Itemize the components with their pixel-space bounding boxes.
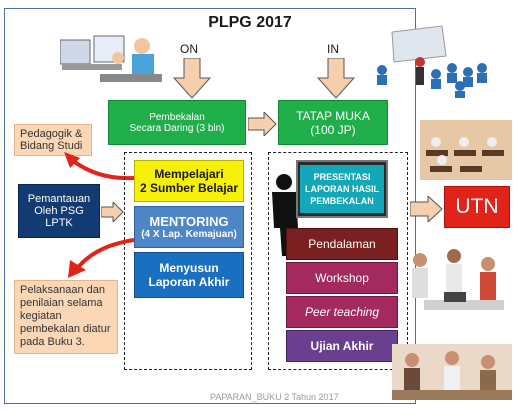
right-arrow-pemantauan <box>101 202 124 222</box>
pendalaman-box: Pendalaman <box>286 228 398 260</box>
ujian-akhir-box: Ujian Akhir <box>286 330 398 362</box>
pemantauan-box: Pemantauan Oleh PSG LPTK <box>18 184 100 238</box>
mempelajari-line2: 2 Sumber Belajar <box>139 181 239 195</box>
pelaksanaan-line4: pembekalan diatur <box>20 323 111 335</box>
tatap-muka-activities-container <box>268 152 408 370</box>
menyusun-line1: Menyusun <box>159 261 219 275</box>
pelaksanaan-note: Pelaksanaan dan penilaian selama kegiata… <box>14 280 118 354</box>
pelaksanaan-line1: Pelaksanaan dan <box>20 284 106 296</box>
pelaksanaan-line3: kegiatan <box>20 310 62 322</box>
menyusun-line2: Laporan Akhir <box>148 275 230 289</box>
pemantauan-line1: Pemantauan <box>27 193 91 205</box>
exam-room-image <box>420 120 512 180</box>
tatap-muka-line1: TATAP MUKA <box>296 108 370 123</box>
daring-box: Pembekalan Secara Daring (3 bln) <box>108 100 246 145</box>
pelaksanaan-line2: penilaian selama <box>20 297 103 309</box>
in-label: IN <box>327 42 339 56</box>
classroom-image <box>377 25 487 98</box>
curved-arrow-to-pedagogik <box>64 152 135 181</box>
footer-caption: PAPARAN_BUKU 2 Tahun 2017 <box>210 392 339 402</box>
pedagogik-line2: Bidang Studi <box>20 140 83 152</box>
mentoring-box: MENTORING (4 X Lap. Kemajuan) <box>134 206 244 248</box>
mempelajari-box: Mempelajari 2 Sumber Belajar <box>134 160 244 202</box>
daring-line2: Secara Daring (3 bln) <box>129 122 225 134</box>
right-arrow-daring-to-tatap <box>248 112 277 136</box>
on-label: ON <box>180 42 198 56</box>
daring-activities-container <box>124 152 252 370</box>
computer-users-image <box>60 35 162 82</box>
curved-arrow-to-pelaksanaan <box>68 238 135 278</box>
peer-teaching-box: Peer teaching <box>286 296 398 328</box>
workshop-box: Workshop <box>286 262 398 294</box>
presentasi-line3: PEMBEKALAN <box>310 196 374 206</box>
down-arrow-on <box>172 58 212 99</box>
presentasi-line1: PRESENTASI <box>313 172 371 182</box>
menyusun-box: Menyusun Laporan Akhir <box>134 252 244 298</box>
mentoring-line2: (4 X Lap. Kemajuan) <box>141 229 237 240</box>
tatap-muka-line2: (100 JP) <box>310 122 356 137</box>
pelaksanaan-line5: pada Buku 3. <box>20 336 85 348</box>
meeting-image <box>392 344 512 400</box>
presentasi-box: PRESENTASI LAPORAN HASIL PEMBEKALAN <box>300 165 384 213</box>
pedagogik-note: Pedagogik & Bidang Studi <box>14 124 92 156</box>
pemantauan-line3: LPTK <box>45 217 73 229</box>
daring-line1: Pembekalan <box>149 111 205 123</box>
mempelajari-line1: Mempelajari <box>154 167 224 181</box>
down-arrow-in <box>316 58 356 99</box>
presentasi-line2: LAPORAN HASIL <box>305 184 379 194</box>
utn-box: UTN <box>444 186 510 228</box>
tatap-muka-box: TATAP MUKA (100 JP) <box>278 100 388 145</box>
diagram-title: PLPG 2017 <box>208 14 292 31</box>
mentoring-line1: MENTORING <box>149 214 229 229</box>
workshop-people-image <box>412 249 504 310</box>
presentation-screen: PRESENTASI LAPORAN HASIL PEMBEKALAN <box>296 160 388 218</box>
pedagogik-line1: Pedagogik & <box>20 128 83 140</box>
right-arrow-to-utn <box>410 196 443 222</box>
pemantauan-line2: Oleh PSG <box>34 205 84 217</box>
